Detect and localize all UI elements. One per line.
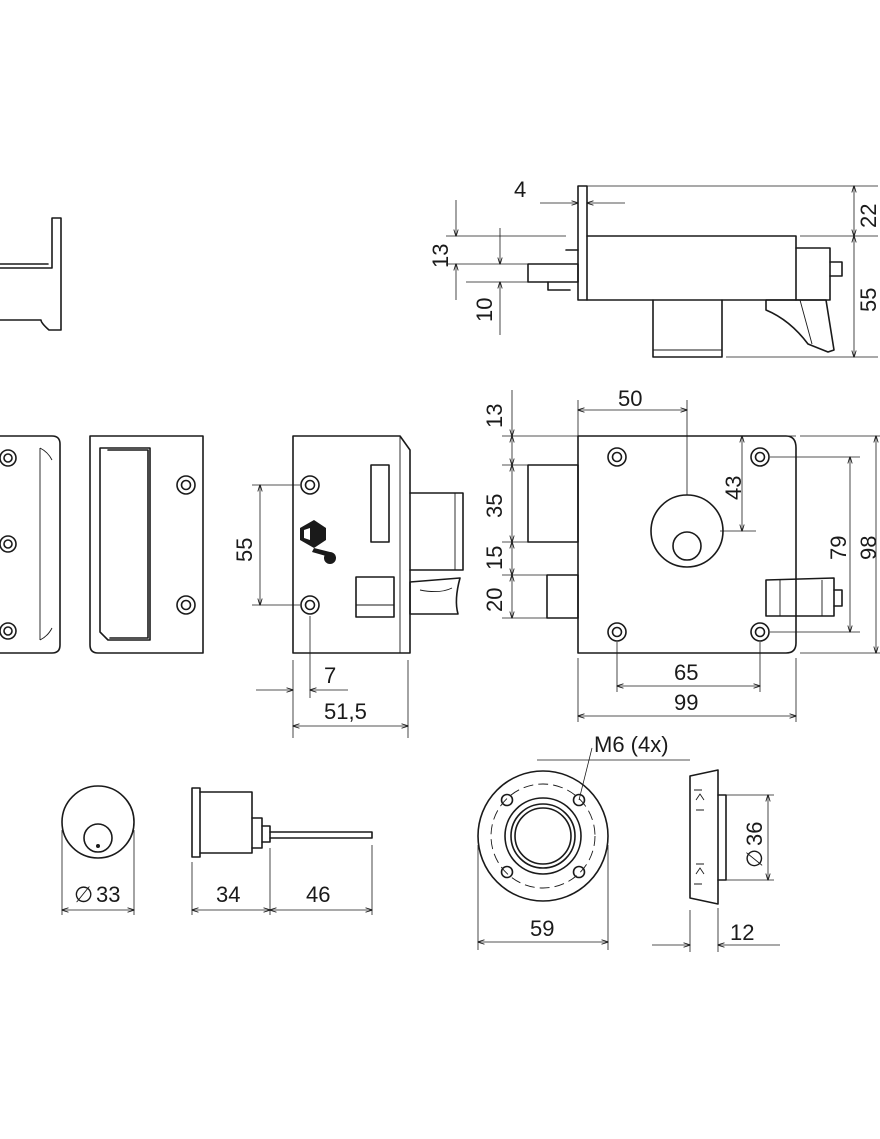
striker-plate	[89, 435, 204, 654]
dim-dia36: 36	[742, 822, 767, 846]
dim-46: 46	[306, 882, 330, 907]
dim-79: 79	[826, 536, 851, 560]
rosette-side-view	[652, 769, 780, 952]
dim-12: 12	[730, 920, 754, 945]
dim-4: 4	[514, 177, 526, 202]
bracket-side-view	[0, 217, 62, 331]
dims-side-view	[446, 186, 878, 357]
dim-50: 50	[618, 386, 642, 411]
dim-13-top: 13	[428, 244, 453, 268]
dim-7: 7	[324, 663, 336, 688]
dim-59: 59	[530, 916, 554, 941]
dim-55-back: 55	[232, 538, 257, 562]
dim-10: 10	[472, 298, 497, 322]
rosette-front-view	[477, 747, 690, 950]
dim-98: 98	[856, 536, 880, 560]
lock-back-view	[292, 435, 464, 654]
dim-20: 20	[482, 588, 507, 612]
dim-22: 22	[856, 204, 880, 228]
dim-99: 99	[674, 690, 698, 715]
dim-dia-symbol-36: ∅	[742, 849, 767, 868]
plate-left-partial	[0, 435, 61, 654]
dim-51-5: 51,5	[324, 699, 367, 724]
dims-front-view	[502, 390, 880, 722]
dim-dia-symbol-33: ∅	[74, 882, 93, 907]
dim-13-front: 13	[482, 404, 507, 428]
cylinder-front-view	[61, 785, 135, 915]
dim-43: 43	[721, 476, 746, 500]
lock-front-view	[527, 435, 843, 654]
dim-34: 34	[216, 882, 240, 907]
dim-15: 15	[482, 546, 507, 570]
dim-55-side: 55	[856, 288, 880, 312]
dim-35: 35	[482, 494, 507, 518]
lock-side-view	[527, 185, 843, 358]
cylinder-side-view	[191, 787, 373, 915]
dims-back-view	[252, 485, 408, 738]
dim-dia33: 33	[96, 882, 120, 907]
dim-65: 65	[674, 660, 698, 685]
dim-thread-m6: M6 (4x)	[594, 732, 669, 757]
